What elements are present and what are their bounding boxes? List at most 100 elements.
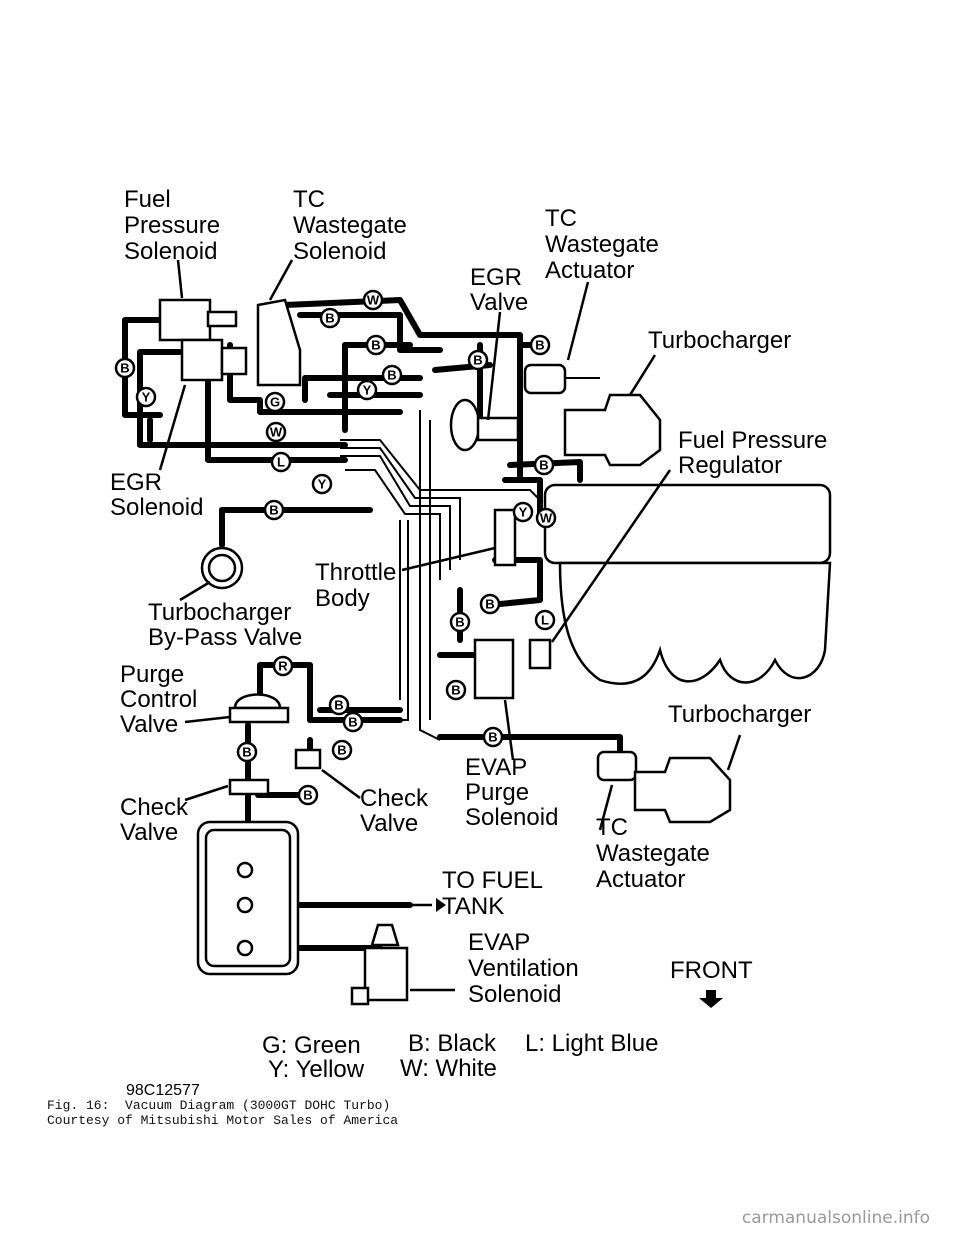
hose-tag-y: Y: [311, 473, 333, 495]
svg-text:B: B: [387, 368, 396, 383]
svg-text:B: B: [334, 698, 343, 713]
label-turbocharger-bypass-valve: Turbocharger By-Pass Valve: [148, 599, 302, 651]
hose-tag-l: L: [270, 451, 292, 473]
watermark: carmanualsonline.info: [741, 1208, 930, 1228]
caption-title: Fig. 16: Vacuum Diagram (3000GT DOHC Tur…: [47, 1098, 391, 1113]
svg-text:W: W: [367, 293, 380, 308]
hose-tag-y: Y: [512, 501, 534, 523]
label-fuel-pressure-solenoid: Fuel Pressure Solenoid: [124, 186, 227, 265]
egr-valve: [449, 398, 481, 452]
components: [158, 298, 832, 1006]
hose-tag-b: B: [449, 611, 471, 633]
front-arrow-icon: [699, 990, 723, 1008]
hose-tag-y: Y: [356, 379, 378, 401]
svg-text:Y: Y: [318, 477, 327, 492]
hose-tag-b: B: [529, 334, 551, 356]
svg-text:B: B: [120, 361, 129, 376]
caption-credit: Courtesy of Mitsubishi Motor Sales of Am…: [47, 1113, 399, 1128]
check-valve-right: [294, 748, 322, 770]
tc-wastegate-actuator-bottom: [596, 750, 638, 782]
label-purge-control-valve: Purge Control Valve: [120, 661, 204, 738]
label-tc-wastegate-actuator-bottom: TC Wastegate Actuator: [596, 814, 717, 893]
hose-tag-b: B: [331, 739, 353, 761]
label-front: FRONT: [670, 957, 753, 984]
label-fuel-pressure-regulator: Fuel Pressure Regulator: [678, 427, 834, 479]
legend-white: W: White: [400, 1055, 497, 1082]
svg-text:B: B: [337, 743, 346, 758]
hose-tag-w: W: [265, 421, 287, 443]
hose-tag-y: Y: [135, 386, 157, 408]
svg-text:B: B: [455, 615, 464, 630]
svg-text:B: B: [535, 338, 544, 353]
legend-green: G: Green: [262, 1032, 361, 1059]
check-valve-left: [228, 778, 270, 796]
label-evap-ventilation-solenoid: EVAP Ventilation Solenoid: [468, 929, 585, 1008]
figure-code: 98C12577: [126, 1082, 200, 1099]
legend-yellow: Y: Yellow: [268, 1056, 365, 1083]
svg-text:B: B: [451, 683, 460, 698]
hose-tag-b: B: [365, 334, 387, 356]
tc-wastegate-actuator-top: [523, 363, 567, 395]
hose-tag-l: L: [534, 609, 556, 631]
turbocharger-bottom: [633, 756, 732, 824]
hose-tag-b: B: [342, 711, 364, 733]
svg-text:R: R: [278, 659, 288, 674]
label-egr-valve: EGR Valve: [470, 264, 529, 316]
hose-tag-b: B: [479, 593, 501, 615]
intake-manifold: [543, 483, 832, 565]
egr-solenoid: [180, 338, 224, 382]
svg-text:L: L: [277, 455, 285, 470]
svg-text:B: B: [269, 503, 278, 518]
color-legend: G: Green Y: Yellow B: Black W: White L: …: [262, 1030, 658, 1083]
turbocharger-top: [563, 393, 662, 467]
evap-ventilation-solenoid: [370, 923, 400, 947]
label-check-valve-left: Check Valve: [120, 794, 195, 846]
svg-text:B: B: [348, 715, 357, 730]
hose-tags: B Y W B B B B B Y G W L Y B B Y W B B L …: [114, 289, 557, 806]
fuel-pressure-regulator: [528, 638, 552, 670]
hose-tag-b: B: [445, 679, 467, 701]
leader-arrows: [158, 259, 742, 992]
hose-tag-b: B: [319, 307, 341, 329]
svg-text:B: B: [485, 597, 494, 612]
label-turbocharger-top: Turbocharger: [648, 327, 791, 354]
purge-control-valve: [233, 693, 282, 710]
hose-tag-b: B: [467, 349, 489, 371]
label-turbocharger-bottom: Turbocharger: [668, 701, 811, 728]
label-to-fuel-tank: TO FUEL TANK: [442, 867, 549, 920]
hose-tag-b: B: [263, 499, 285, 521]
component-labels: Fuel Pressure Solenoid TC Wastegate Sole…: [110, 186, 834, 1008]
hose-tag-b: B: [328, 694, 350, 716]
svg-text:B: B: [371, 338, 380, 353]
svg-text:Y: Y: [142, 390, 151, 405]
tc-wastegate-solenoid: [256, 298, 302, 387]
svg-text:B: B: [242, 745, 251, 760]
hose-tag-r: R: [272, 655, 294, 677]
label-throttle-body: Throttle Body: [315, 559, 403, 612]
hose-tag-b: B: [114, 357, 136, 379]
fuel-tank-arrow-icon: [436, 898, 446, 912]
label-check-valve-right: Check Valve: [360, 785, 435, 837]
svg-text:Y: Y: [363, 383, 372, 398]
legend-light-blue: L: Light Blue: [525, 1030, 658, 1057]
svg-text:W: W: [270, 425, 283, 440]
svg-text:B: B: [325, 311, 334, 326]
hose-tag-b: B: [482, 726, 504, 748]
label-tc-wastegate-actuator-top: TC Wastegate Actuator: [545, 205, 666, 284]
figure-caption: Fig. 16: Vacuum Diagram (3000GT DOHC Tur…: [47, 1098, 398, 1128]
svg-text:B: B: [488, 730, 497, 745]
evap-purge-solenoid: [473, 638, 515, 700]
legend-black: B: Black: [408, 1030, 497, 1057]
svg-text:B: B: [303, 788, 312, 803]
label-tc-wastegate-solenoid: TC Wastegate Solenoid: [293, 186, 414, 265]
svg-text:Y: Y: [519, 505, 528, 520]
svg-text:G: G: [270, 395, 280, 410]
hose-tag-b: B: [236, 741, 258, 763]
throttle-body: [493, 508, 517, 567]
svg-text:B: B: [539, 458, 548, 473]
svg-text:W: W: [540, 511, 553, 526]
svg-text:B: B: [473, 353, 482, 368]
svg-text:L: L: [541, 613, 549, 628]
hose-tag-g: G: [264, 391, 286, 413]
